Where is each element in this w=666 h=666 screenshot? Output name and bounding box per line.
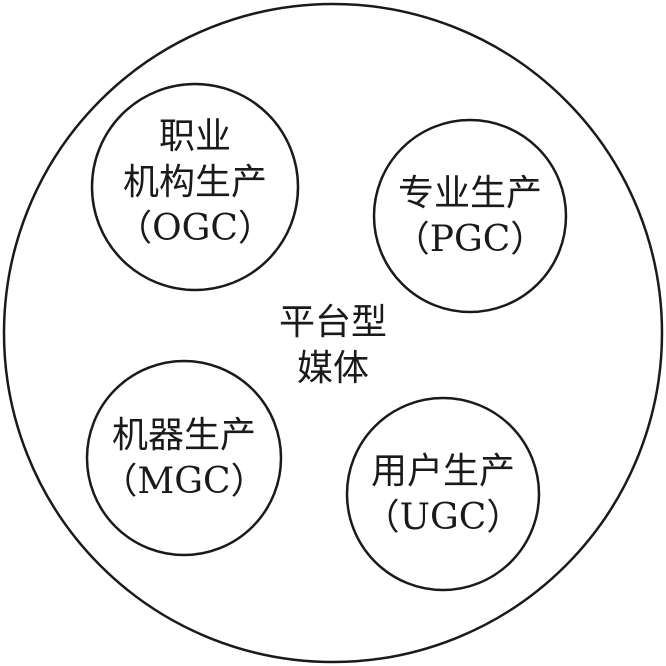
node-label-mgc: 机器生产 （MGC） (84, 413, 284, 505)
node-circle-ugc (345, 396, 541, 592)
center-label: 平台型 媒体 (233, 300, 433, 392)
node-label-ugc-line-1: 用户生产 (370, 451, 515, 492)
node-circle-pgc (372, 118, 568, 314)
node-label-ogc-line-1: 职业 (158, 116, 231, 157)
node-label-mgc-line-2: （MGC） (101, 461, 267, 502)
node-label-ogc-line-2: 机构生产 (122, 162, 267, 203)
node-label-ugc: 用户生产 （UGC） (343, 449, 543, 541)
node-label-ogc-line-3: （OGC） (116, 208, 274, 249)
center-label-line-1: 平台型 (278, 302, 387, 343)
center-label-line-2: 媒体 (296, 348, 369, 389)
node-label-pgc: 专业生产 （PGC） (370, 171, 570, 263)
node-circle-mgc (85, 359, 283, 557)
node-label-pgc-line-1: 专业生产 (397, 173, 542, 214)
node-circle-ogc (90, 82, 300, 292)
node-label-pgc-line-2: （PGC） (393, 219, 547, 260)
node-label-ugc-line-2: （UGC） (363, 497, 523, 538)
node-label-ogc: 职业 机构生产 （OGC） (95, 114, 295, 252)
node-label-mgc-line-1: 机器生产 (111, 415, 256, 456)
